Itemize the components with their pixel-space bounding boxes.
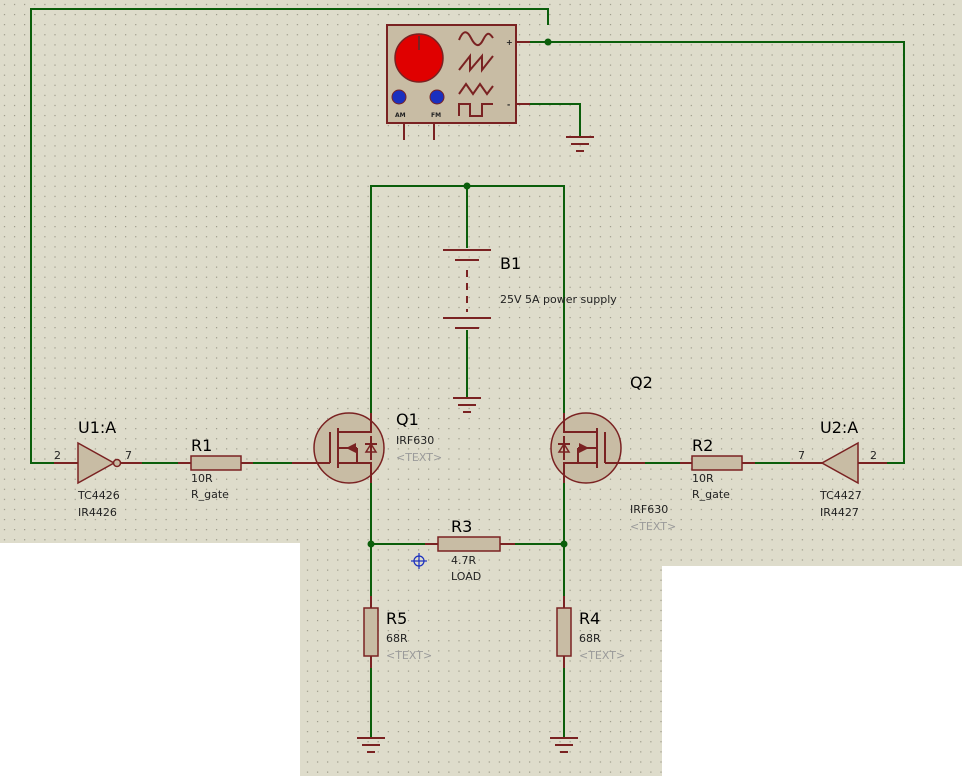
r5-text: <TEXT>: [386, 649, 432, 662]
r2-text: R_gate: [692, 488, 730, 501]
am-button-icon[interactable]: [391, 89, 407, 105]
u2-part2: IR4427: [820, 506, 859, 519]
q1-value: IRF630: [396, 434, 434, 447]
u2-ref: U2:A: [820, 418, 858, 437]
r2-value: 10R: [692, 472, 714, 485]
minus-terminal-label: -: [507, 100, 510, 109]
r4-ref: R4: [579, 609, 600, 628]
q2-ref: Q2: [630, 373, 653, 392]
resistor-r2[interactable]: R2 10R R_gate: [680, 436, 755, 501]
sine-wave-icon: [458, 31, 494, 46]
fm-button-icon[interactable]: [429, 89, 445, 105]
r3-value: 4.7R: [451, 554, 476, 567]
r1-body-icon: [190, 455, 242, 471]
r3-body-icon: [437, 536, 501, 552]
u2-part1: TC4427: [819, 489, 862, 502]
u1-part1: TC4426: [77, 489, 120, 502]
u1-ref: U1:A: [78, 418, 116, 437]
q1-ref: Q1: [396, 410, 419, 429]
plus-terminal-label: +: [506, 38, 513, 47]
b1-ref: B1: [500, 254, 521, 273]
r4-body-icon: [556, 607, 572, 657]
r5-ref: R5: [386, 609, 407, 628]
driver-u1[interactable]: U1:A 2 7 TC4426 IR4426: [54, 418, 142, 519]
u2-pin-out: 7: [798, 449, 805, 462]
resistor-r3[interactable]: R3 4.7R LOAD: [425, 517, 515, 583]
r3-ref: R3: [451, 517, 472, 536]
q1-text: <TEXT>: [396, 451, 442, 464]
u1-buffer-icon: [77, 441, 116, 485]
ground-battery-icon: [453, 397, 481, 413]
resistor-r1[interactable]: R1 10R R_gate: [178, 436, 253, 501]
am-label: AM: [395, 112, 406, 119]
fm-label: FM: [431, 112, 441, 119]
r5-value: 68R: [386, 632, 408, 645]
mosfet-q2[interactable]: Q2 IRF630 <TEXT>: [550, 373, 676, 533]
r1-text: R_gate: [191, 488, 229, 501]
b1-value: 25V 5A power supply: [500, 293, 617, 306]
u1-part2: IR4426: [78, 506, 117, 519]
r2-ref: R2: [692, 436, 713, 455]
r2-body-icon: [691, 455, 743, 471]
battery-b1[interactable]: B1 25V 5A power supply: [443, 249, 617, 329]
r3-text: LOAD: [451, 570, 481, 583]
u1-pin-in: 2: [54, 449, 61, 462]
r4-value: 68R: [579, 632, 601, 645]
frequency-knob-icon[interactable]: [394, 33, 444, 83]
ground-generator-icon: [566, 136, 594, 152]
square-wave-icon: [458, 103, 493, 117]
u1-pin-out: 7: [125, 449, 132, 462]
signal-generator[interactable]: AM FM + -: [386, 24, 530, 140]
ground-r5-icon: [357, 737, 385, 753]
resistor-r4[interactable]: R4 68R <TEXT>: [556, 596, 625, 668]
r1-ref: R1: [191, 436, 212, 455]
r5-body-icon: [363, 607, 379, 657]
crosshair-cursor-icon: [411, 553, 427, 569]
mosfet-q1[interactable]: Q1 IRF630 <TEXT>: [292, 410, 442, 484]
driver-u2[interactable]: U2:A 7 2 TC4427 IR4427: [790, 418, 887, 519]
r4-text: <TEXT>: [579, 649, 625, 662]
sawtooth-wave-icon: [458, 53, 494, 73]
resistor-r5[interactable]: R5 68R <TEXT>: [363, 596, 432, 668]
q2-text: <TEXT>: [630, 520, 676, 533]
q2-value: IRF630: [630, 503, 668, 516]
ground-r4-icon: [550, 737, 578, 753]
u2-pin-in: 2: [870, 449, 877, 462]
junctions: [367, 38, 568, 548]
triangle-wave-icon: [458, 82, 494, 96]
r1-value: 10R: [191, 472, 213, 485]
